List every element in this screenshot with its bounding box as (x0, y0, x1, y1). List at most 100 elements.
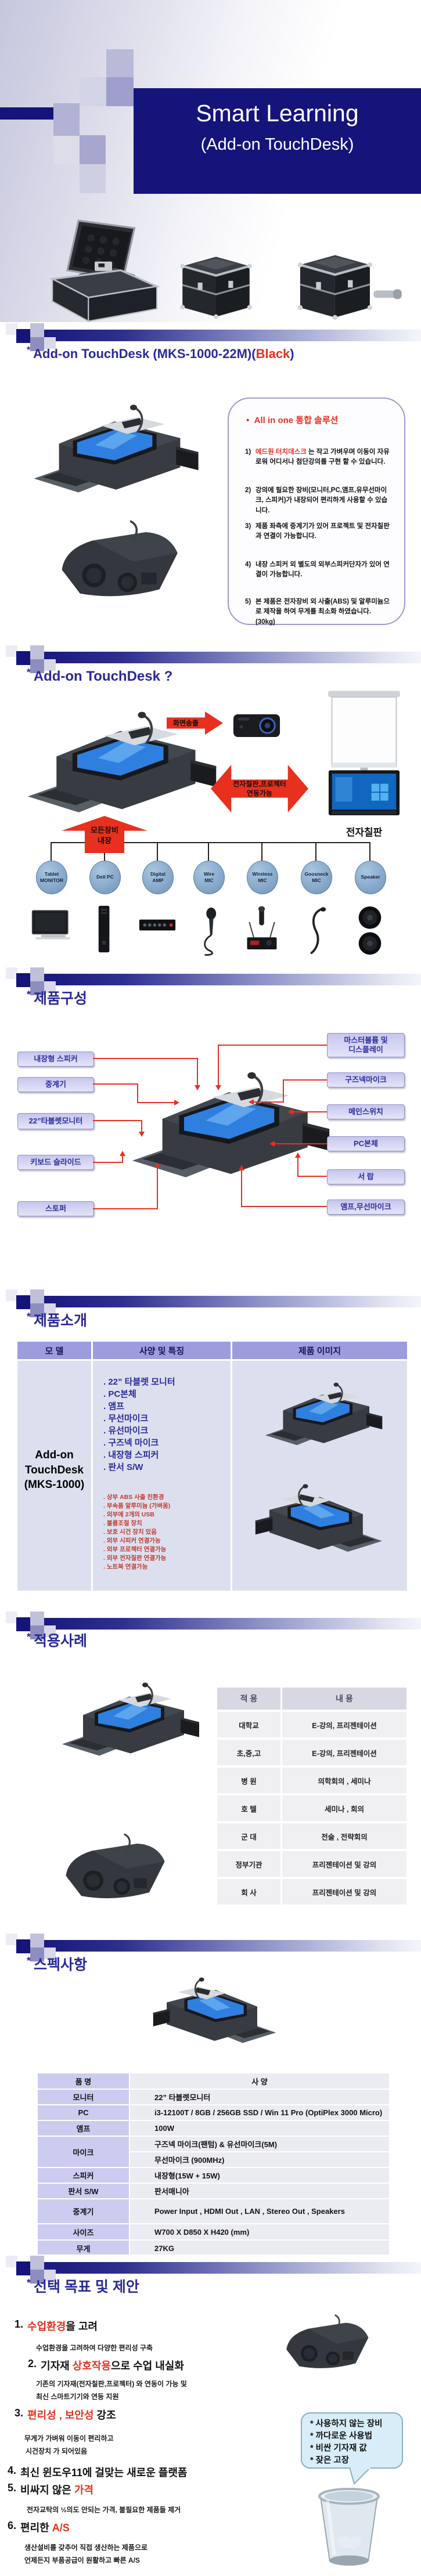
goal-sub: 언제든지 부품공급이 원활하고 빠른 A/S (24, 2556, 140, 2564)
table-header-cell: 적 용 (217, 1688, 280, 1710)
goal-item-3: 3.편리성 , 보안성 강조 (15, 2407, 116, 2421)
decor-square (30, 1612, 44, 1625)
monitor-icon (30, 908, 74, 942)
section-title: *선택 목표 및 제안 (27, 2277, 139, 2295)
projector-image (231, 708, 282, 740)
callout-line (297, 1176, 327, 1177)
touchdesk-front-image (32, 403, 200, 508)
callout-line (275, 1143, 327, 1144)
decor-square (6, 2256, 17, 2267)
table-header-cell: 사양 및 특징 (93, 1342, 231, 1359)
table-header-cell: 모 델 (17, 1342, 91, 1359)
decor-square (44, 1948, 56, 1959)
spec-cell: . 22” 타블렛 모니터. PC본체 . 앰프. 무선마이크 . 유선마이크.… (93, 1361, 231, 1591)
decor-square (80, 164, 106, 193)
section-header-bar (24, 1296, 421, 1307)
slide-diagram: *Add-on TouchDesk ? 화면송출 전자칠판,프로젝터 연동가능 … (0, 644, 421, 966)
feature-item: 2)강의에 필요한 장비(모니터,PC,앰프,유무선마이크, 스피커)가 내장되… (245, 487, 388, 514)
callout-line (93, 1120, 142, 1121)
goal-sub: 생산설비를 갖추어 직접 생산하는 제품으로 (24, 2544, 148, 2552)
projection-screen-image (327, 689, 401, 776)
node-gooseneck-mic: Goosneck MIC (301, 861, 332, 894)
decor-square (6, 1934, 17, 1945)
interop-label: 전자칠판,프로젝터 연동가능 (233, 779, 286, 797)
callout-line (137, 1083, 138, 1103)
connector-drop (315, 842, 316, 862)
section-header-bar (24, 652, 421, 663)
section-header-bar (24, 1940, 421, 1952)
callout-gooseneck-mic: 구즈넥마이크 (327, 1072, 405, 1088)
table-header-cell: 사 양 (130, 2073, 389, 2089)
node-digital-amp: Digital AMP (142, 861, 174, 894)
decor-square (30, 659, 44, 673)
feature-item: 1)에드원 터치데스크 는 작고 가벼우며 이동이 자유로워 어디서나 첨단강의… (245, 449, 390, 466)
decor-square (30, 2256, 44, 2270)
node-speaker: Speaker (355, 861, 386, 894)
callout-line (241, 1206, 327, 1207)
callout-arrowhead (195, 1085, 200, 1090)
model-cell: Add-on TouchDesk (MKS-1000) (17, 1361, 91, 1591)
decor-square (80, 77, 106, 106)
table-header-cell: 제품 이미지 (232, 1342, 407, 1359)
decor-square (30, 1625, 44, 1639)
decor-square (6, 645, 17, 657)
screen-output-label: 화면송출 (172, 718, 199, 727)
decor-square (6, 1612, 17, 1623)
callout-arrowhead (269, 1141, 275, 1147)
decor-square (30, 981, 44, 995)
callout-arrowhead (295, 1152, 301, 1158)
slide-title: Smart Learning (Add-on TouchDesk) (0, 0, 421, 322)
connector-drop (208, 842, 209, 862)
feature-item: 4)내장 스피커 외 별도의 외부스피커단자가 있어 연결이 가능합니다. (245, 561, 390, 579)
callout-line (283, 1079, 284, 1101)
wireless-mic-icon (243, 905, 281, 955)
callout-line (218, 1045, 219, 1085)
amp-icon (138, 917, 177, 933)
goal-item-2: 2.기자재 상호작용으로 수업 내실화 (28, 2358, 184, 2372)
callout-line (297, 1158, 298, 1177)
decor-square (44, 1303, 56, 1315)
callout-master-volume: 마스터볼륨 및 디스플레이 (327, 1033, 405, 1057)
decor-square (30, 323, 44, 337)
callout-arrowhead (239, 1165, 244, 1170)
feature-item: 3)제품 좌측에 중계기가 있어 프로젝트 및 전자칠판과 연결이 가능합니다. (245, 523, 390, 540)
decor-square (30, 337, 44, 351)
goal-sub: 무게가 가벼워 이동이 편리하고 (24, 2434, 114, 2443)
goal-item-6: 6.편리한 A/S (8, 2520, 70, 2534)
slide-model-overview: *Add-on TouchDesk (MKS-1000-22M)(Black) … (0, 322, 421, 644)
decor-square (106, 77, 134, 106)
table-header-row: 모 델 사양 및 특징 제품 이미지 (17, 1342, 407, 1359)
decor-square (44, 337, 56, 349)
slide-goals: *선택 목표 및 제안 1.수업환경을 고려 수업환경을 고려하여 다양한 편리… (0, 2255, 421, 2576)
callout-arrowhead (154, 1162, 160, 1168)
touchdesk-front-image (264, 1378, 383, 1459)
decor-square (30, 1934, 44, 1948)
touchdesk-rear-image (278, 2310, 376, 2377)
callout-arrowhead (139, 1132, 145, 1137)
decor-square (30, 1303, 44, 1317)
callout-arrowhead (174, 1100, 179, 1105)
connector-drop (261, 842, 262, 862)
node-tablet-monitor: Tablet MONITOR (36, 861, 67, 894)
table-header-cell: 품 명 (38, 2073, 129, 2089)
wired-mic-icon (193, 906, 225, 956)
connector-drop (51, 842, 52, 862)
callout-line (93, 1058, 198, 1059)
goal-item-4: 4.최신 윈도우11에 걸맞는 새로운 플랫폼 (8, 2465, 188, 2479)
callout-keyboard-slide: 키보드 슬라이드 (17, 1155, 94, 1170)
goal-sub: 시건장치 가 되어있음 (26, 2447, 88, 2455)
decor-square (16, 1617, 30, 1631)
trash-bin-icon (314, 2487, 384, 2569)
section-title: *Add-on TouchDesk ? (27, 666, 173, 684)
decor-square (16, 329, 30, 343)
section-title: *제품소개 (27, 1311, 88, 1329)
connector-drop (157, 842, 158, 862)
callout-line (254, 1101, 284, 1103)
decor-square (80, 135, 106, 164)
